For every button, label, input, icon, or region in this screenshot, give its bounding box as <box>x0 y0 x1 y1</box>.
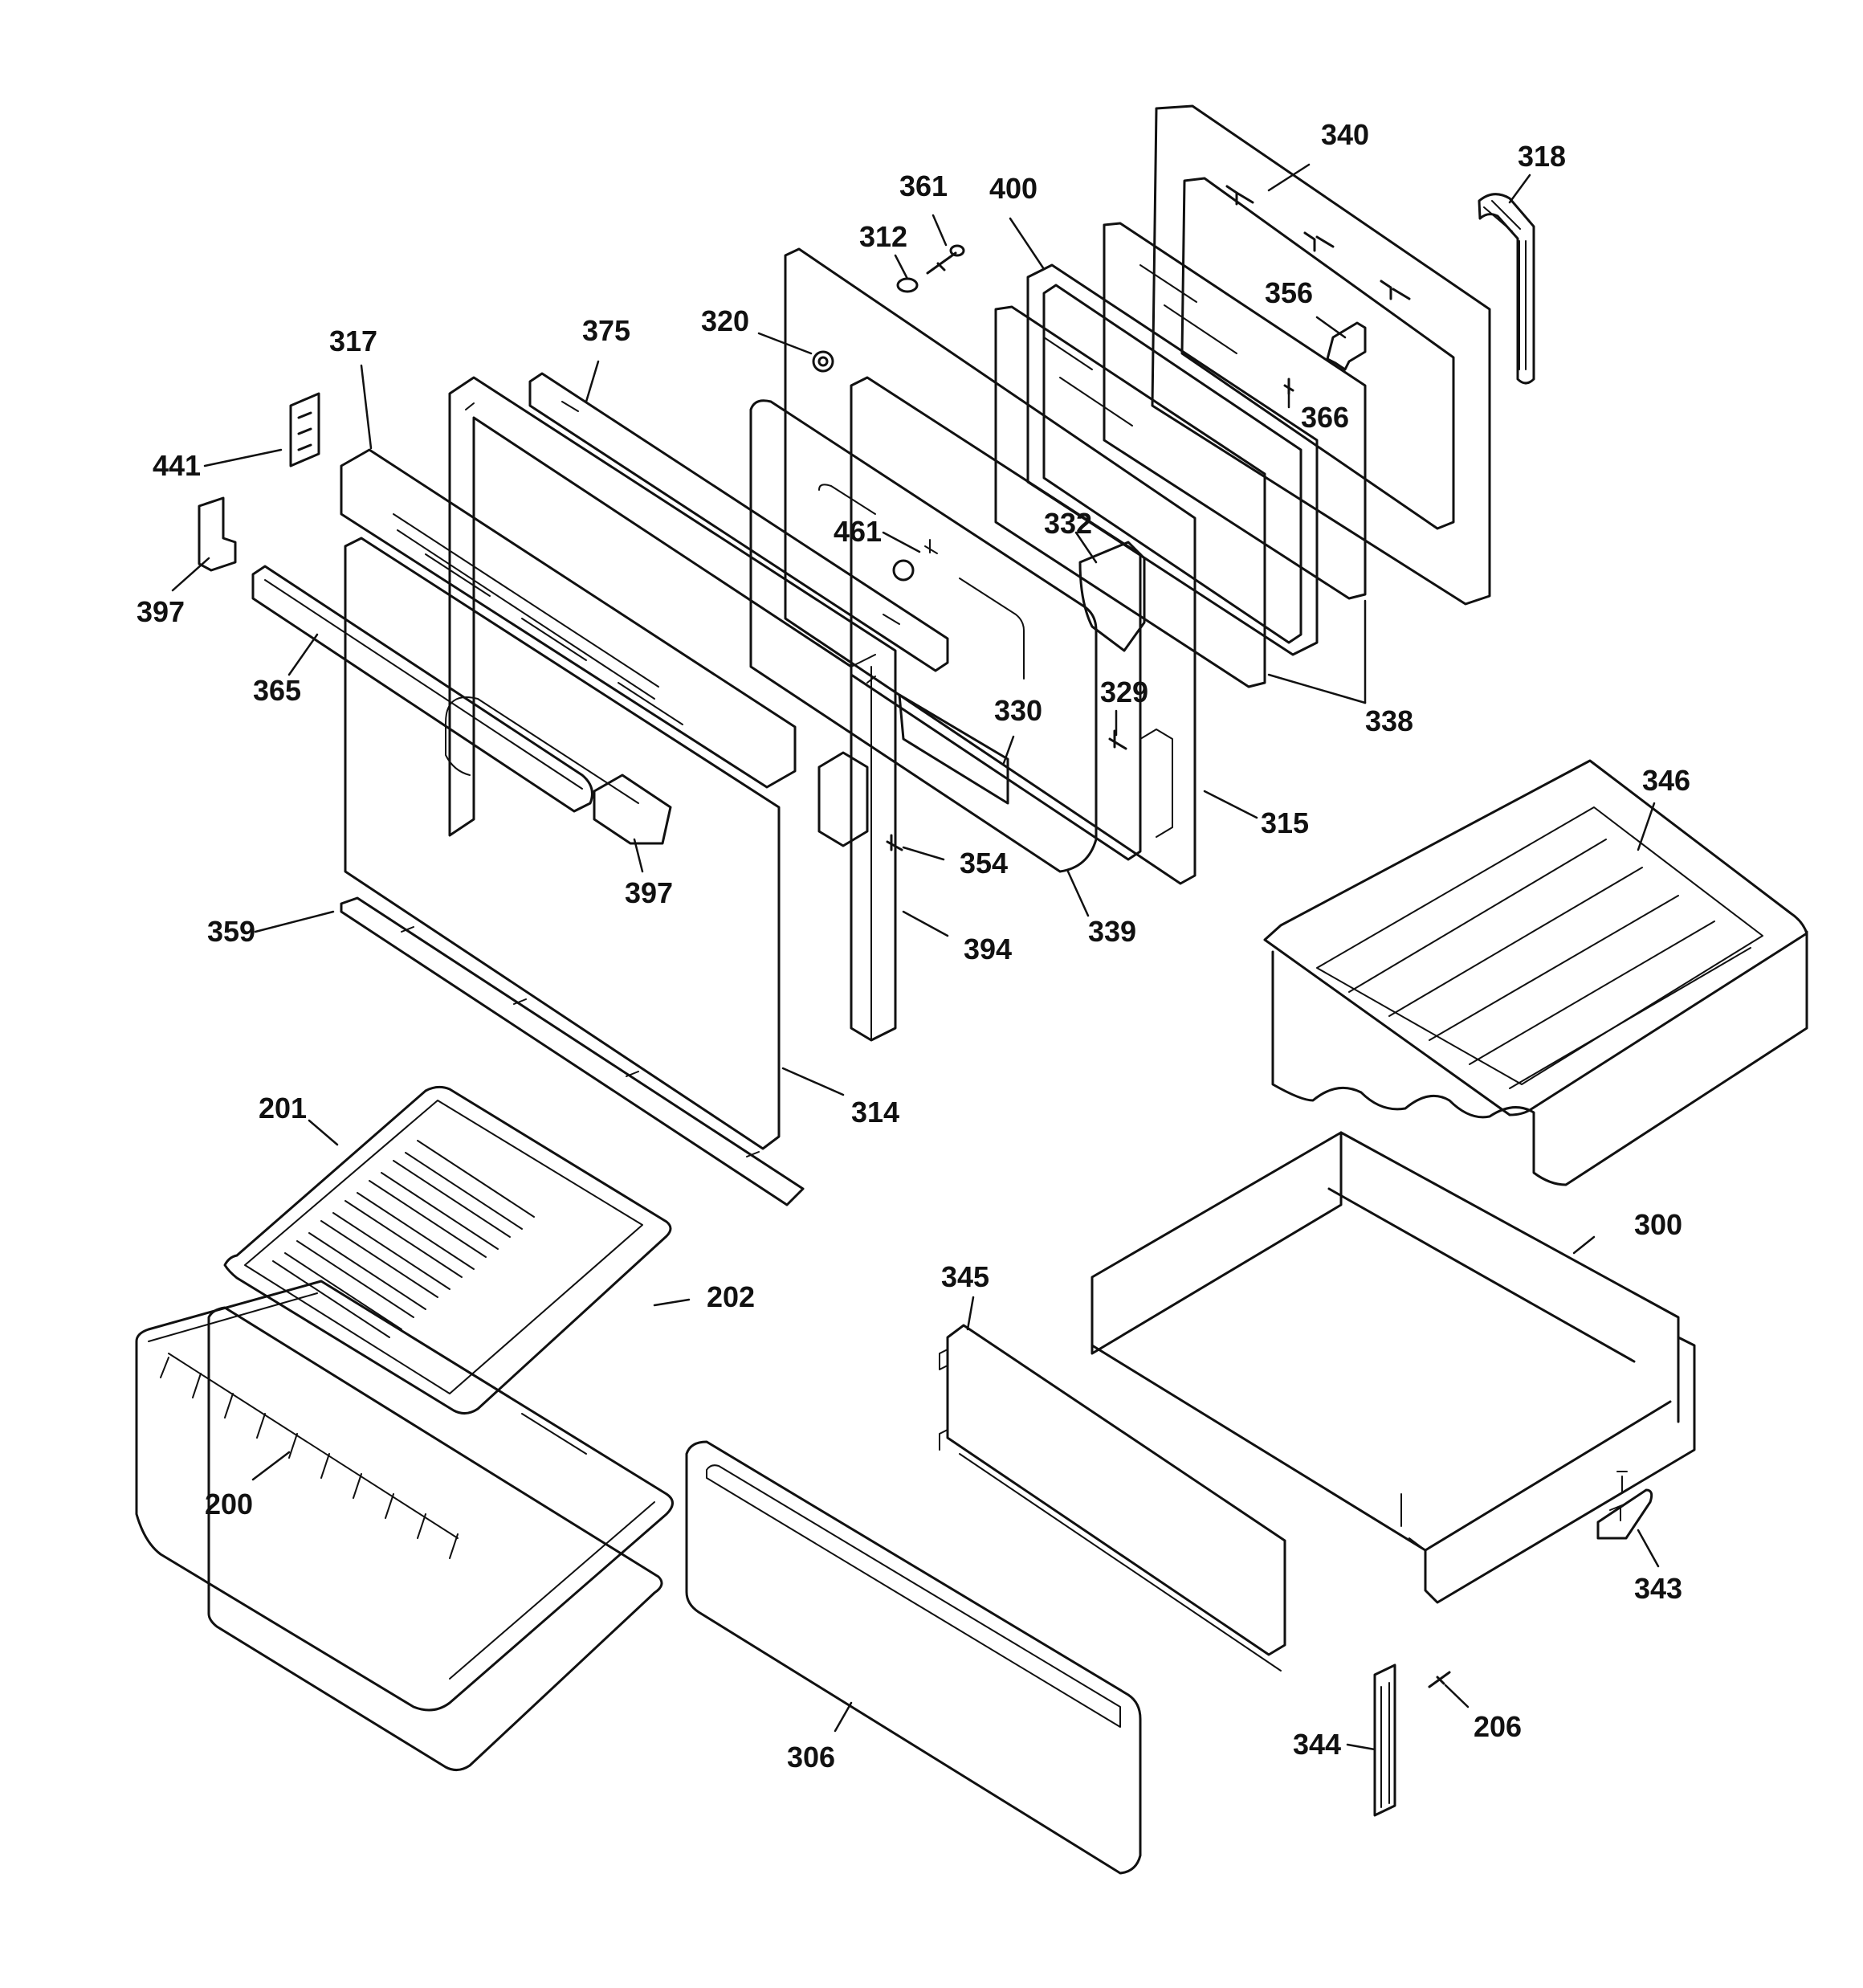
callout-397-handle: 397 <box>624 876 674 909</box>
end-cap-397-part <box>198 496 237 572</box>
callout-206: 206 <box>1473 1710 1523 1743</box>
callout-202: 202 <box>706 1280 756 1313</box>
drawer-slide-part <box>1373 1663 1396 1817</box>
callout-397-left: 397 <box>136 595 185 628</box>
top-vent-trim-part <box>528 372 949 672</box>
callout-312: 312 <box>858 220 908 253</box>
callout-201: 201 <box>258 1092 308 1125</box>
callout-315: 315 <box>1260 806 1310 839</box>
callout-400: 400 <box>989 172 1038 205</box>
glass-panes-part <box>994 222 1367 688</box>
callout-365: 365 <box>252 674 302 707</box>
callout-343: 343 <box>1633 1572 1683 1605</box>
inner-door-liner-part <box>784 247 1196 885</box>
insulation-part <box>1078 541 1146 652</box>
callout-344: 344 <box>1292 1728 1342 1761</box>
callout-441: 441 <box>152 449 202 482</box>
broiler-pan-top-part <box>223 1085 672 1414</box>
door-handle-part <box>251 565 593 813</box>
screw-366-part <box>1283 378 1294 395</box>
hinge-bracket-part <box>817 751 869 847</box>
callout-345: 345 <box>940 1260 990 1293</box>
gasket-part <box>1478 193 1535 385</box>
outer-door-glass-part <box>344 537 781 1150</box>
drawer-box-part <box>1090 1131 1696 1604</box>
door-frame-part <box>448 376 897 1042</box>
drawer-front-part <box>685 1440 1142 1875</box>
drawer-rear-panel-part <box>939 1324 1286 1672</box>
screw-354-part <box>886 834 903 851</box>
callout-329: 329 <box>1099 676 1149 708</box>
callout-339: 339 <box>1087 915 1137 948</box>
drawer-liner-part <box>1263 759 1808 1186</box>
callout-318: 318 <box>1517 140 1567 173</box>
vent-duct-part <box>898 693 1009 805</box>
callout-375: 375 <box>581 314 631 347</box>
callout-346: 346 <box>1641 764 1691 797</box>
fasteners-312-361-part <box>896 244 965 293</box>
screw-206-part <box>1428 1671 1451 1688</box>
callout-314: 314 <box>850 1096 900 1129</box>
callout-338: 338 <box>1364 704 1414 737</box>
oven-rack-part <box>135 1280 674 1712</box>
door-insulation-panel-part <box>749 399 1098 873</box>
callout-340: 340 <box>1320 118 1370 151</box>
bottom-door-trim-part <box>340 896 805 1206</box>
control-panel-trim-part <box>340 448 797 789</box>
callout-461: 461 <box>833 515 883 548</box>
callout-361: 361 <box>899 169 948 202</box>
callout-317: 317 <box>328 325 378 357</box>
callout-300: 300 <box>1633 1208 1683 1241</box>
callout-394: 394 <box>963 933 1013 965</box>
callout-320: 320 <box>700 304 750 337</box>
callout-200: 200 <box>204 1488 254 1521</box>
callout-359: 359 <box>206 915 256 948</box>
callout-330: 330 <box>993 694 1043 727</box>
hinge-clip-part <box>1326 321 1367 371</box>
callout-306: 306 <box>786 1741 836 1774</box>
broiler-pan-part <box>207 1306 663 1771</box>
callout-366: 366 <box>1300 401 1350 434</box>
screw-329-part <box>1108 729 1127 750</box>
handle-end-cap-part <box>593 774 672 845</box>
callout-356: 356 <box>1264 276 1314 309</box>
callout-332: 332 <box>1043 507 1093 540</box>
leader-lines <box>171 163 1660 1751</box>
bracket-441-part <box>289 392 320 467</box>
callout-354: 354 <box>959 847 1009 880</box>
drawer-roller-part <box>1596 1471 1653 1540</box>
outer-door-panel-part <box>1151 104 1491 606</box>
